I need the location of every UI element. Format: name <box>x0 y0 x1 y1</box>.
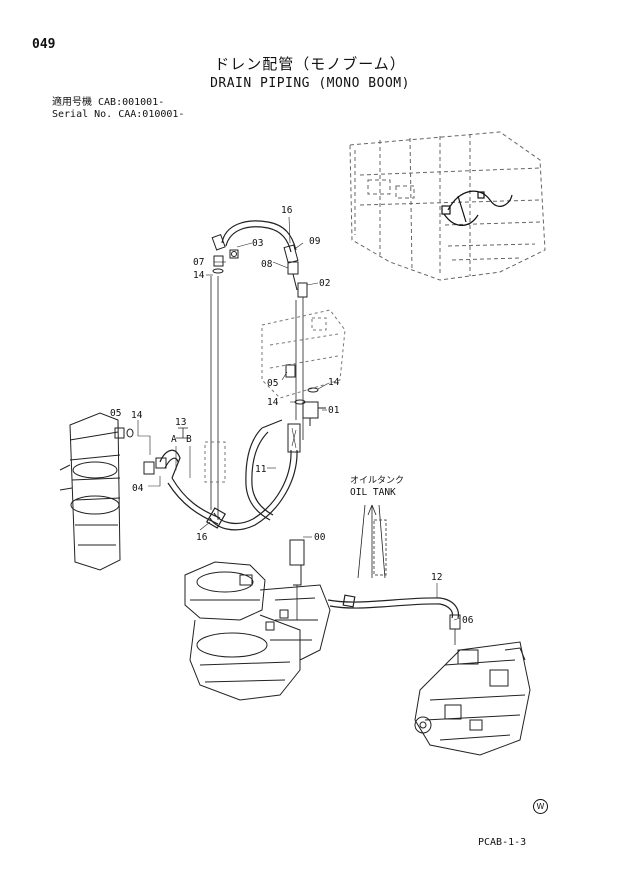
callout-labels: 16 03 09 07 08 14 02 05 14 14 01 05 14 1… <box>110 205 474 626</box>
callout-05-mid: 05 <box>267 378 278 389</box>
oil-tank-pointer <box>357 504 386 579</box>
callout-13: 13 <box>175 417 186 428</box>
bracket-13 <box>176 427 190 439</box>
pipe-00 <box>289 539 305 620</box>
serial-number-line: Serial No. CAA:010001- <box>52 109 185 120</box>
oil-tank-label-japanese: オイルタンク <box>350 475 404 486</box>
fitting-05-left <box>114 427 134 439</box>
hose-12 <box>327 594 460 619</box>
hose-13 <box>159 449 181 479</box>
fitting-02 <box>297 282 308 298</box>
callout-11: 11 <box>255 464 267 475</box>
callout-03: 03 <box>252 238 263 249</box>
oil-tank-label-english: OIL TANK <box>350 487 396 498</box>
callout-06: 06 <box>462 615 474 626</box>
callout-14-far-left: 14 <box>131 410 143 421</box>
main-pump-center <box>184 561 331 701</box>
page-code: PCAB-1-3 <box>478 837 527 848</box>
callout-00: 00 <box>314 532 326 543</box>
w-mark-icon: W <box>533 799 548 814</box>
callout-07: 07 <box>193 257 204 268</box>
callout-01: 01 <box>328 405 340 416</box>
elbow-07 <box>212 255 224 274</box>
pilot-pump-right <box>414 641 531 756</box>
callout-14-mid-right: 14 <box>328 377 340 388</box>
fitting-04 <box>143 457 167 475</box>
valve-block-outline <box>204 309 346 483</box>
tee-fitting-01 <box>302 401 326 426</box>
hose-16-bottom <box>167 477 227 529</box>
machine-drain-hose-detail <box>441 190 513 226</box>
fitting-08 <box>287 261 299 291</box>
callout-13-b: B <box>186 434 192 445</box>
callout-16-bottom: 16 <box>196 532 208 543</box>
tank-port-dashed <box>373 519 387 576</box>
callout-14-mid-left: 14 <box>267 397 279 408</box>
callout-08: 08 <box>261 259 273 270</box>
callout-16-top: 16 <box>281 205 293 216</box>
callout-04: 04 <box>132 483 144 494</box>
callout-02: 02 <box>319 278 330 289</box>
callout-14-top: 14 <box>193 270 205 281</box>
callout-09: 09 <box>309 236 321 247</box>
reference-lines <box>210 276 304 520</box>
fitting-05-mid <box>285 364 296 378</box>
page-title-english: DRAIN PIPING (MONO BOOM) <box>210 76 410 91</box>
serial-applicability-line: 適用号機 CAB:001001- <box>52 97 165 108</box>
callout-12: 12 <box>431 572 442 583</box>
fitting-03 <box>229 249 239 259</box>
swing-motor-left <box>59 412 121 571</box>
fitting-06 <box>449 614 461 645</box>
machine-body-outline <box>349 131 546 281</box>
page-number: 049 <box>32 37 56 52</box>
page-title-japanese: ドレン配管（モノブーム） <box>214 55 406 73</box>
callout-13-a: A <box>171 434 177 445</box>
hose-11 <box>209 419 301 531</box>
callout-05-left: 05 <box>110 408 121 419</box>
leader-lines <box>117 216 461 621</box>
